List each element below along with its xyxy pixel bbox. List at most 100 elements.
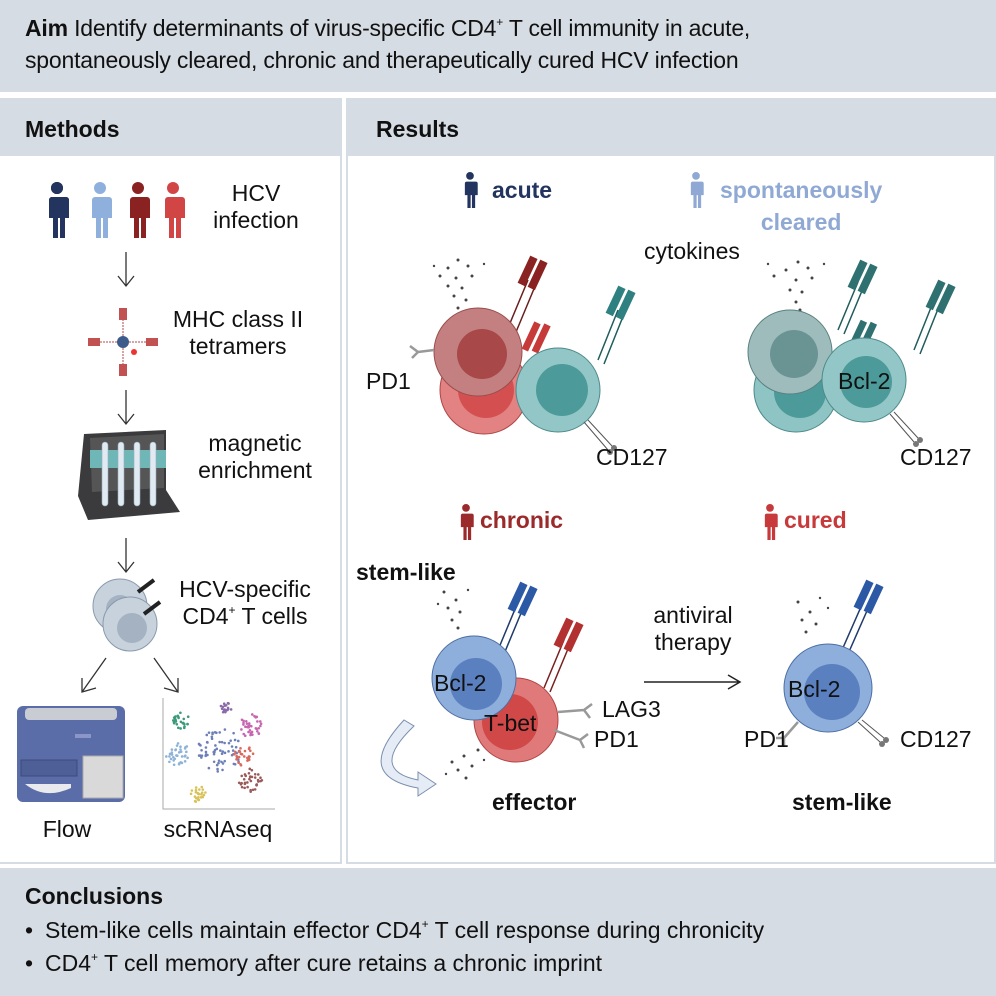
umap-point [249, 749, 252, 753]
aim-line1: Identify determinants of virus-specific … [74, 15, 497, 41]
umap-point [165, 755, 168, 758]
umap-point [244, 719, 248, 723]
umap-point [244, 725, 247, 729]
umap-point [256, 729, 259, 733]
conclusions-list: Stem-like cells maintain effector CD4+ T… [25, 914, 764, 980]
umap-point [237, 750, 241, 753]
umap-point [250, 768, 254, 772]
aim-sup: + [496, 15, 504, 29]
umap-point [247, 722, 251, 725]
step-hcv-specific-cells: HCV-specific CD4+ T cells [160, 576, 330, 630]
umap-point [168, 760, 171, 764]
umap-point [233, 763, 237, 766]
umap-point [220, 740, 224, 744]
methods-header: Methods [0, 100, 340, 156]
results-title: Results [376, 116, 460, 142]
umap-point [170, 748, 174, 751]
umap-point [233, 752, 236, 756]
output-flow-label: Flow [42, 816, 92, 842]
umap-point [198, 788, 201, 791]
umap-point [257, 780, 260, 783]
arrow-down-icon [117, 538, 135, 574]
umap-point [240, 774, 244, 778]
umap-point [218, 731, 222, 734]
umap-point [215, 763, 219, 767]
umap-point [251, 752, 255, 756]
umap-point [205, 733, 209, 737]
umap-point [239, 783, 243, 786]
cytokines-label: cytokines [644, 238, 740, 264]
umap-point [210, 737, 214, 741]
umap-point [239, 752, 243, 756]
aim-line2: spontaneously cleared, chronic and thera… [25, 47, 739, 73]
umap-point [259, 722, 263, 726]
conclusion-text: CD4 [45, 950, 92, 976]
umap-point [243, 786, 246, 790]
umap-plot-icon [162, 698, 275, 810]
marker-tbet-chronic: T-bet [484, 710, 537, 736]
umap-point [204, 750, 208, 754]
chronic-effector-label: effector [492, 789, 577, 815]
umap-point [233, 738, 237, 742]
cleared-line2: cleared [760, 209, 842, 235]
umap-point [250, 775, 254, 779]
conclusions-title: Conclusions [25, 883, 164, 909]
umap-point [194, 788, 198, 792]
umap-point [246, 785, 249, 789]
umap-point [180, 761, 184, 765]
results-panel: Results acute PD1 CD127 spontaneously cl… [346, 98, 996, 864]
umap-point [179, 745, 182, 749]
umap-point [257, 732, 261, 735]
umap-point [183, 747, 187, 750]
step-hcv-infection: HCV infection [196, 180, 316, 234]
cd4-text: CD4 [182, 603, 229, 629]
umap-point [176, 726, 180, 730]
umap-point [257, 726, 261, 730]
umap-point [172, 721, 176, 725]
umap-point [199, 796, 203, 799]
umap-point [243, 773, 247, 776]
umap-point [227, 750, 230, 753]
output-scrnaseq-label: scRNAseq [163, 816, 273, 842]
umap-point [226, 707, 230, 711]
umap-point [221, 750, 225, 753]
umap-point [235, 756, 239, 760]
umap-point [242, 732, 246, 736]
umap-point [256, 720, 259, 723]
umap-point [207, 766, 211, 770]
umap-point [260, 778, 264, 782]
umap-point [259, 776, 262, 780]
umap-point [240, 728, 243, 731]
umap-point [207, 731, 211, 734]
marker-bcl2-cured: Bcl-2 [788, 676, 841, 702]
step-line2: infection [213, 207, 299, 233]
chronic-stem-like-label: stem-like [356, 559, 456, 585]
umap-point [242, 777, 246, 781]
umap-point [217, 761, 220, 765]
umap-point [248, 777, 251, 781]
umap-point [242, 719, 245, 723]
umap-point [239, 763, 242, 766]
umap-point [237, 755, 241, 759]
umap-point [243, 749, 247, 753]
umap-point [179, 711, 182, 715]
umap-point [215, 731, 218, 735]
umap-point [242, 723, 245, 726]
umap-point [183, 725, 186, 728]
umap-point [253, 772, 257, 776]
umap-point [201, 788, 205, 791]
umap-point [177, 762, 181, 765]
umap-point [204, 746, 208, 749]
umap-point [246, 781, 249, 784]
umap-point [215, 747, 219, 751]
person-cleared-icon [690, 172, 704, 208]
antiviral-therapy-label: antiviral therapy [638, 602, 748, 656]
umap-point [179, 748, 182, 751]
umap-point [173, 717, 177, 720]
transition-line2: therapy [654, 629, 732, 655]
umap-point [219, 704, 223, 708]
arrow-down-icon [117, 252, 135, 288]
umap-point [172, 763, 176, 767]
umap-point [185, 745, 189, 748]
umap-point [193, 799, 197, 803]
